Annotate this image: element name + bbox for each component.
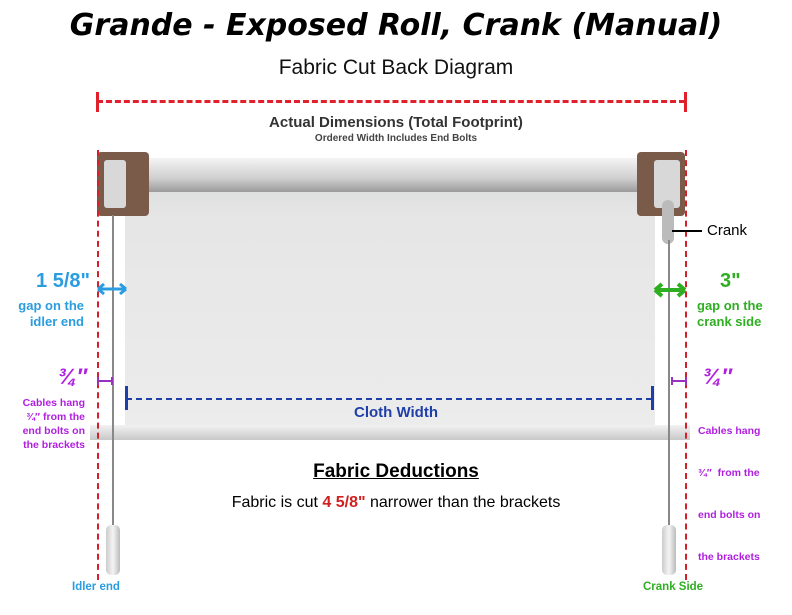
footprint-right-tick <box>684 92 687 112</box>
crank-side-label: Crank Side <box>643 581 704 593</box>
idler-end-label: Idler end <box>72 581 120 593</box>
footprint-label: Actual Dimensions (Total Footprint) <box>269 114 523 131</box>
left-cable-note-line: ¾″ from the <box>26 411 85 423</box>
deductions-pre: Fabric is cut <box>231 494 323 511</box>
right-cable-note-line: end bolts on <box>698 509 761 521</box>
right-cable-note-line: Cables hang <box>698 425 761 437</box>
crank-pointer-line <box>672 230 702 232</box>
left-gap-line2: idler end <box>29 314 84 329</box>
cloth-width-right-tick <box>651 386 654 410</box>
crank-cable <box>668 240 670 565</box>
cloth-width-left-tick <box>125 386 128 410</box>
cloth-width-line <box>126 398 652 400</box>
bottom-rail <box>90 425 690 440</box>
idler-end-cap <box>104 160 126 208</box>
idler-tassel <box>106 525 120 575</box>
left-cable-note: Cables hang ¾″ from the end bolts on the… <box>23 396 85 452</box>
right-gap-line1: gap on the <box>697 298 763 313</box>
left-gap-line1: gap on the <box>18 298 84 313</box>
right-cable-note-line: the brackets <box>698 551 760 563</box>
crank-tassel <box>662 525 676 575</box>
crank-handle <box>662 200 674 244</box>
right-gap-line2: crank side <box>697 314 762 329</box>
right-cable-offset-value: ¾″ <box>703 364 732 389</box>
right-bracket-edge-line <box>685 150 687 580</box>
footprint-dimension-line <box>97 100 685 103</box>
footprint-left-tick <box>96 92 99 112</box>
left-cable-note-line: Cables hang <box>22 397 85 409</box>
deductions-post: narrower than the brackets <box>365 494 561 511</box>
deductions-text: Fabric is cut 4 5/8" narrower than the b… <box>0 494 792 512</box>
deductions-heading: Fabric Deductions <box>313 461 479 482</box>
footprint-note: Ordered Width Includes End Bolts <box>314 133 478 144</box>
right-cable-note: Cables hang ¾″ from the end bolts on the… <box>698 396 760 578</box>
left-bracket-edge-line <box>97 150 99 580</box>
crank-label: Crank <box>707 222 748 239</box>
right-gap-arrow-icon <box>653 282 687 298</box>
right-cable-note-line: ¾″ from the <box>698 467 760 479</box>
right-cable-offset-arrow-icon <box>671 377 687 385</box>
deductions-amount: 4 5/8" <box>322 494 366 511</box>
left-gap-value: 1 5/8" <box>36 270 90 292</box>
right-gap-value: 3" <box>720 270 741 292</box>
diagram-title: Grande - Exposed Roll, Crank (Manual) <box>69 8 723 43</box>
left-cable-offset-value: ¾″ <box>58 364 87 389</box>
roller-tube <box>115 158 665 192</box>
cloth-width-label: Cloth Width <box>353 404 438 421</box>
left-gap-arrow-icon <box>97 282 127 296</box>
diagram-subtitle: Fabric Cut Back Diagram <box>278 56 514 79</box>
shade-fabric <box>125 165 655 435</box>
left-cable-note-line: end bolts on <box>22 425 85 437</box>
left-cable-note-line: the brackets <box>23 439 85 451</box>
idler-cable <box>112 215 114 565</box>
left-cable-offset-arrow-icon <box>97 377 113 385</box>
